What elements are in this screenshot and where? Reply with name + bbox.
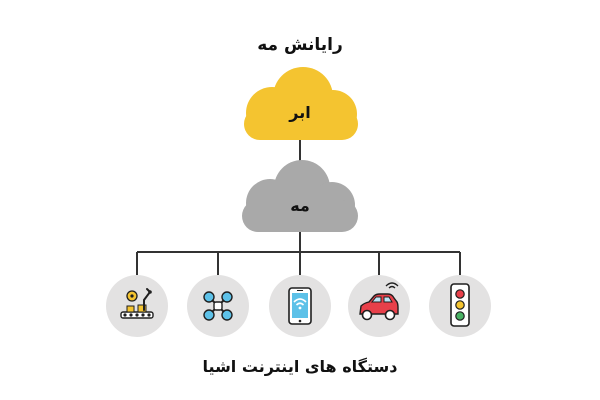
connectors	[136, 140, 461, 275]
diagram-title: رایانش مه	[257, 35, 343, 55]
traffic-light-icon	[450, 283, 470, 327]
device-circle	[106, 275, 168, 337]
devices-row	[106, 275, 491, 337]
fog-node: مه	[242, 160, 358, 232]
fog-shape	[242, 160, 358, 232]
drone-icon	[203, 291, 233, 321]
connected-car-icon	[359, 282, 399, 321]
cloud-shape	[244, 67, 358, 140]
fog-label: مه	[290, 196, 310, 215]
cloud-node: ابر	[244, 67, 358, 140]
devices-caption: دستگاه های اینترنت اشیا	[203, 357, 398, 376]
industrial-robot-arm-icon	[120, 288, 154, 319]
cloud-label: ابر	[288, 103, 310, 122]
smartphone-wifi-icon	[288, 287, 312, 325]
